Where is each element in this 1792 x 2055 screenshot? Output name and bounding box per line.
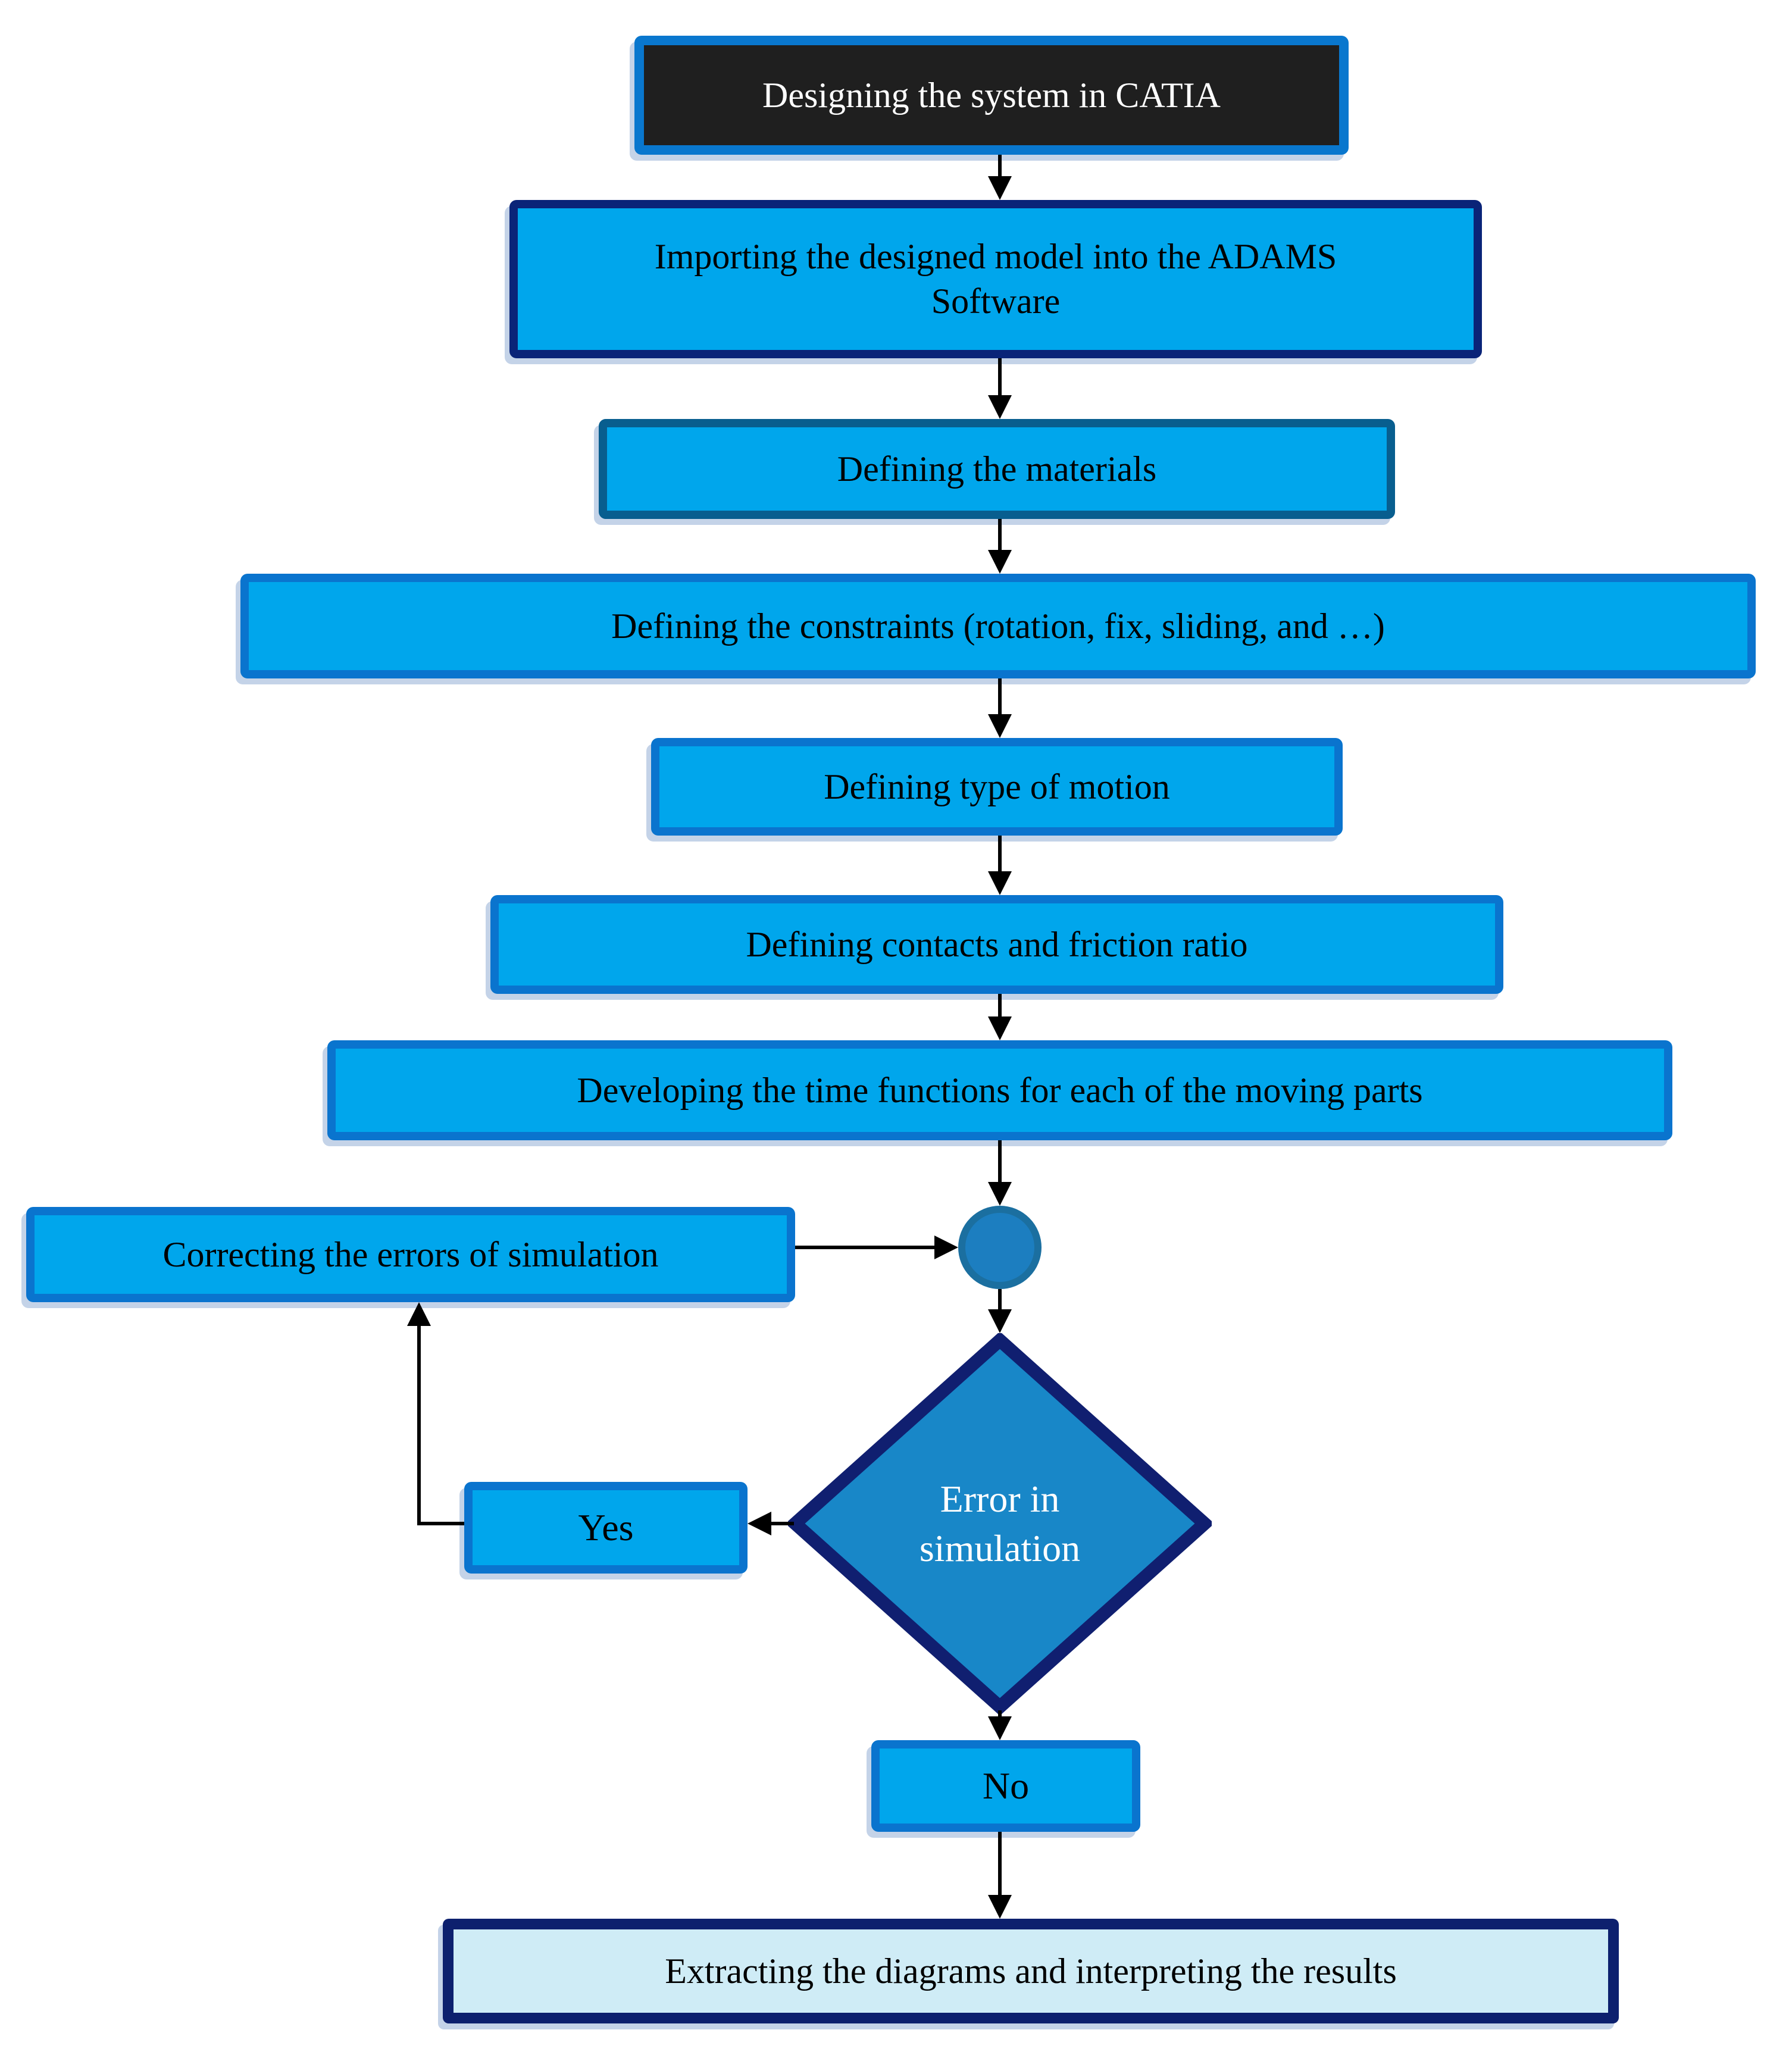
arrowhead-down-icon — [988, 395, 1012, 419]
connector-yes-loop-vertical-line — [417, 1325, 421, 1525]
arrowhead-down-icon — [988, 714, 1012, 738]
connector-decision-yes-line — [770, 1522, 794, 1525]
connector-correcting-junction-line — [795, 1246, 934, 1249]
connector-constraints-motion-line — [998, 678, 1002, 717]
node-correcting-errors: Correcting the errors of simulation — [26, 1207, 795, 1302]
node-defining-materials: Defining the materials — [599, 419, 1395, 519]
connector-no-extract-line — [998, 1832, 1002, 1898]
arrowhead-down-icon — [988, 1016, 1012, 1040]
connector-motion-contacts-line — [998, 836, 1002, 874]
arrowhead-down-icon — [988, 550, 1012, 574]
connector-materials-constraints-line — [998, 519, 1002, 552]
node-label: Extracting the diagrams and interpreting… — [665, 1951, 1397, 1991]
node-label: Yes — [578, 1506, 634, 1549]
node-label: Importing the designed model into the AD… — [654, 237, 1337, 321]
node-label: Defining the constraints (rotation, fix,… — [611, 606, 1385, 646]
node-defining-constraints: Defining the constraints (rotation, fix,… — [240, 574, 1756, 678]
connector-decision-no-line — [998, 1710, 1002, 1720]
connector-time-junction-line — [998, 1140, 1002, 1184]
connector-import-materials-line — [998, 358, 1002, 398]
node-label: Defining type of motion — [824, 767, 1170, 806]
node-time-functions: Developing the time functions for each o… — [327, 1040, 1672, 1140]
connector-start-import-line — [998, 155, 1002, 179]
connector-contacts-time-line — [998, 994, 1002, 1019]
connector-yes-loop-horizontal-line — [417, 1522, 464, 1525]
connector-junction-decision-line — [998, 1289, 1002, 1312]
node-designing-catia: Designing the system in CATIA — [634, 36, 1349, 155]
node-label: Defining contacts and friction ratio — [746, 924, 1248, 964]
node-label: Developing the time functions for each o… — [577, 1070, 1423, 1110]
node-label: Defining the materials — [837, 449, 1157, 489]
node-decision-error-in-simulation: Error in simulation — [788, 1333, 1212, 1714]
decision-diamond-shape — [788, 1333, 1212, 1714]
arrowhead-left-icon — [748, 1512, 771, 1535]
arrowhead-down-icon — [988, 176, 1012, 200]
arrowhead-down-icon — [988, 871, 1012, 895]
node-label: No — [982, 1765, 1030, 1807]
node-type-of-motion: Defining type of motion — [651, 738, 1343, 836]
node-extracting-results: Extracting the diagrams and interpreting… — [443, 1919, 1619, 2023]
arrowhead-down-icon — [988, 1895, 1012, 1919]
decision-label: Error in simulation — [919, 1477, 1081, 1569]
node-label: Correcting the errors of simulation — [162, 1234, 659, 1274]
node-import-adams: Importing the designed model into the AD… — [509, 200, 1482, 358]
node-yes-branch: Yes — [464, 1482, 748, 1574]
arrowhead-down-icon — [988, 1309, 1012, 1333]
junction-circle — [958, 1206, 1042, 1289]
arrowhead-right-icon — [934, 1235, 958, 1259]
arrowhead-up-icon — [407, 1302, 431, 1326]
node-contacts-friction: Defining contacts and friction ratio — [490, 895, 1503, 994]
arrowhead-down-icon — [988, 1716, 1012, 1740]
node-no-branch: No — [871, 1740, 1140, 1832]
arrowhead-down-icon — [988, 1182, 1012, 1206]
node-label: Designing the system in CATIA — [762, 75, 1221, 115]
